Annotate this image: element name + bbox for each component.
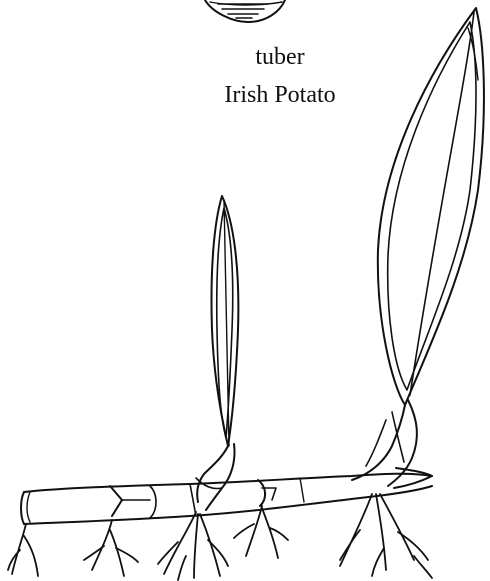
small-shoot	[196, 444, 235, 510]
tuber-label: tuber	[180, 42, 380, 72]
small-leaf	[211, 196, 238, 446]
irish-potato-label: Irish Potato	[180, 80, 380, 110]
large-leaf	[378, 8, 484, 405]
roots	[8, 494, 432, 580]
potato-tuber	[205, 0, 285, 22]
